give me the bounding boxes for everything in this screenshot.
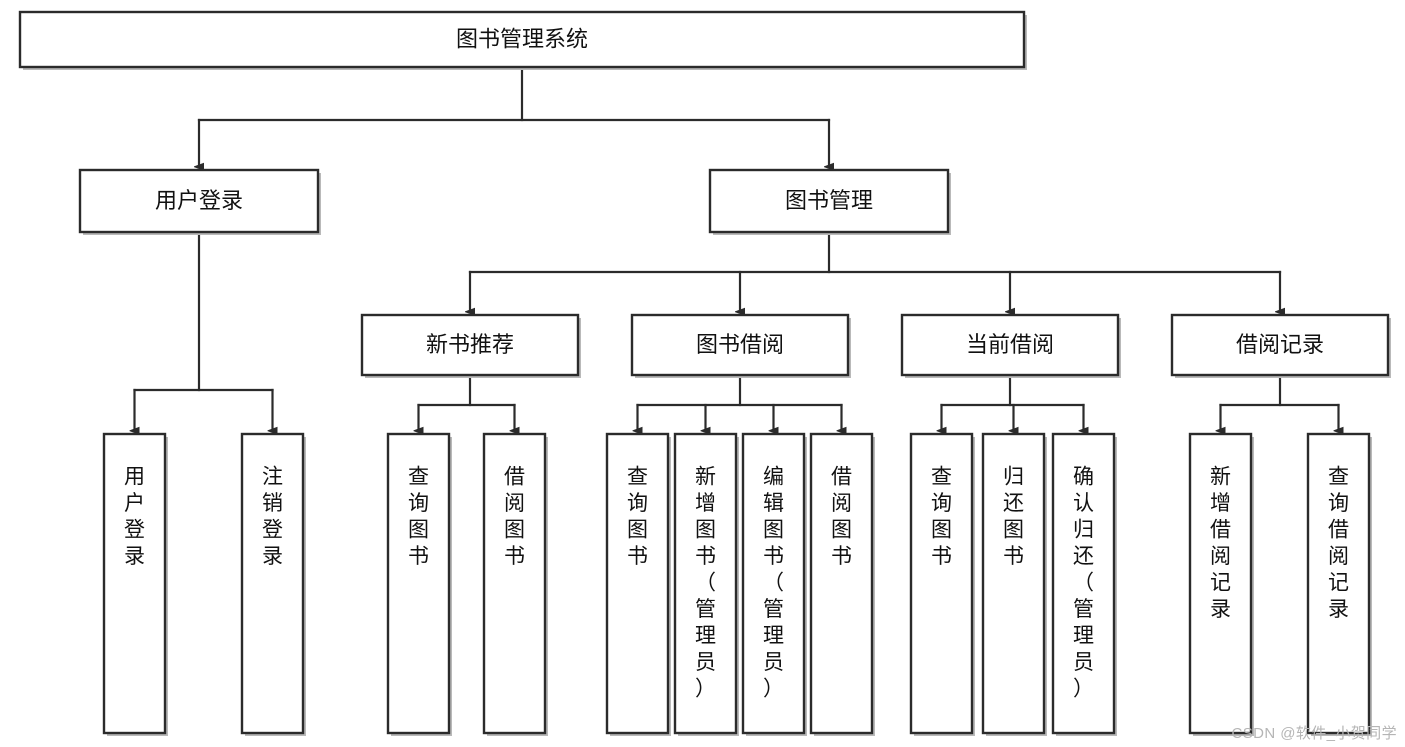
node-leaf-query-record[interactable]: 查询借阅记录: [1306, 432, 1372, 736]
node-leaf-query-book-2[interactable]: 查询图书: [605, 432, 671, 736]
node-user-login[interactable]: 用户登录: [78, 168, 321, 235]
node-label: 查询图书: [931, 465, 952, 568]
node-leaf-query-book-1[interactable]: 查询图书: [386, 432, 452, 736]
node-leaf-borrow-book-2[interactable]: 借阅图书: [809, 432, 875, 736]
node-label: 当前借阅: [966, 332, 1054, 357]
node-boxes: 图书管理系统用户登录图书管理新书推荐图书借阅当前借阅借阅记录用户登录注销登录查询…: [18, 10, 1391, 736]
node-book-borrow[interactable]: 图书借阅: [630, 313, 851, 378]
node-current-borrow[interactable]: 当前借阅: [900, 313, 1121, 378]
node-borrow-record[interactable]: 借阅记录: [1170, 313, 1391, 378]
node-label: 借阅图书: [504, 465, 525, 568]
node-label: 借阅记录: [1236, 332, 1324, 357]
node-label: 用户登录: [124, 465, 145, 568]
node-root[interactable]: 图书管理系统: [18, 10, 1027, 70]
node-label: 查询借阅记录: [1328, 465, 1349, 621]
node-label: 用户登录: [155, 188, 243, 213]
node-label: 确认归还（管理员）: [1073, 465, 1094, 700]
node-leaf-user-login[interactable]: 用户登录: [102, 432, 168, 736]
node-book-manage[interactable]: 图书管理: [708, 168, 951, 235]
node-leaf-query-book-3[interactable]: 查询图书: [909, 432, 975, 736]
node-label: 归还图书: [1003, 465, 1024, 568]
node-label: 图书借阅: [696, 332, 784, 357]
node-label: 新增借阅记录: [1210, 465, 1231, 621]
node-new-book-recommend[interactable]: 新书推荐: [360, 313, 581, 378]
node-leaf-add-book[interactable]: 新增图书（管理员）: [673, 432, 739, 736]
node-label: 编辑图书（管理员）: [763, 465, 784, 700]
node-leaf-user-logout[interactable]: 注销登录: [240, 432, 306, 736]
node-leaf-add-record[interactable]: 新增借阅记录: [1188, 432, 1254, 736]
node-label: 图书管理系统: [456, 26, 588, 51]
node-label: 借阅图书: [831, 465, 852, 568]
node-label: 查询图书: [408, 465, 429, 568]
node-label: 注销登录: [262, 465, 283, 568]
connector-lines: [135, 65, 1339, 431]
node-leaf-borrow-book-1[interactable]: 借阅图书: [482, 432, 548, 736]
node-label: 新增图书（管理员）: [695, 465, 716, 700]
node-label: 查询图书: [627, 465, 648, 568]
node-label: 图书管理: [785, 188, 873, 213]
node-leaf-confirm-return[interactable]: 确认归还（管理员）: [1051, 432, 1117, 736]
node-label: 新书推荐: [426, 332, 514, 357]
node-leaf-return-book[interactable]: 归还图书: [981, 432, 1047, 736]
node-leaf-edit-book[interactable]: 编辑图书（管理员）: [741, 432, 807, 736]
